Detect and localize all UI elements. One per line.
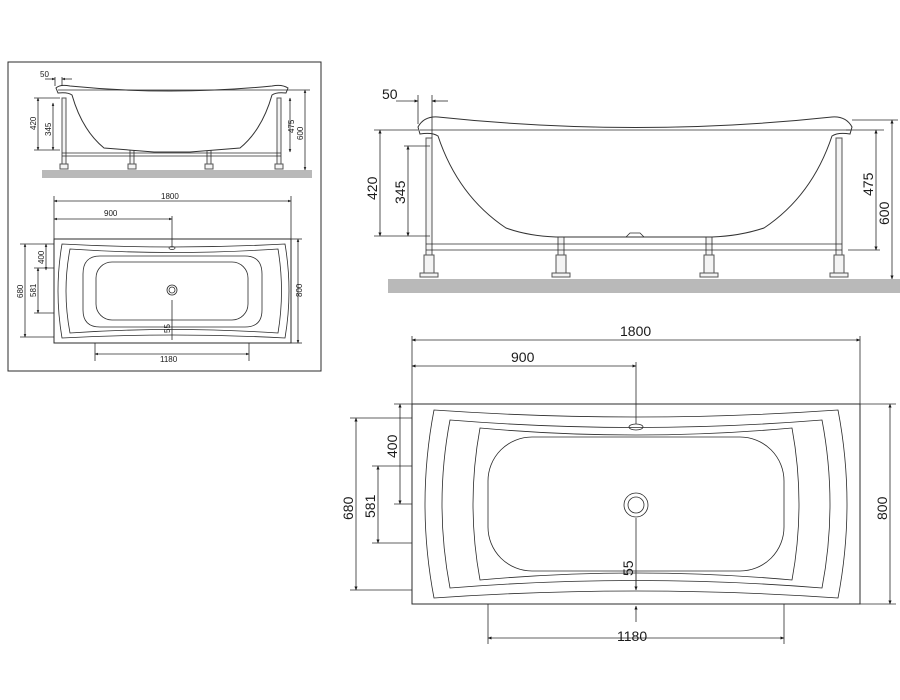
large-drain-icon — [623, 492, 649, 518]
small-dim-400: 400 — [37, 250, 46, 264]
large-floor — [388, 279, 900, 293]
small-side-view: 50 420 345 475 600 — [29, 70, 312, 178]
small-dim-rim: 50 — [40, 70, 49, 79]
large-dim-600: 600 — [876, 201, 892, 225]
large-dim-1180: 1180 — [617, 628, 647, 644]
small-tub-outline — [53, 238, 292, 344]
large-dim-rim: 50 — [382, 86, 398, 102]
large-plan-view: 1800 900 680 400 581 800 55 11 — [340, 323, 896, 644]
small-dim-55: 55 — [163, 324, 172, 333]
small-dim-420: 420 — [29, 116, 38, 130]
large-overflow-icon — [628, 423, 644, 431]
large-dim-581: 581 — [362, 494, 378, 518]
thumbnail-frame — [7, 61, 322, 372]
small-tub-profile — [55, 84, 289, 153]
large-dim-400: 400 — [384, 434, 400, 458]
small-dim-600: 600 — [296, 126, 305, 140]
large-dim-900: 900 — [511, 349, 535, 365]
small-drain-icon — [166, 284, 178, 296]
small-dim-1180: 1180 — [160, 355, 178, 364]
large-side-view: 50 420 345 475 600 — [364, 86, 900, 293]
large-drain-profile — [625, 232, 645, 238]
large-dim-800: 800 — [874, 496, 890, 520]
large-dim-1800: 1800 — [620, 323, 651, 339]
small-plan-view: 1800 900 400 680 581 800 55 1180 — [16, 192, 304, 364]
large-dim-345: 345 — [392, 180, 408, 204]
large-dim-475: 475 — [860, 172, 876, 196]
large-dim-55: 55 — [620, 560, 636, 576]
small-dim-1800: 1800 — [161, 192, 179, 201]
small-floor — [42, 170, 312, 178]
large-dim-420: 420 — [364, 176, 380, 200]
small-dim-680: 680 — [16, 284, 25, 298]
small-dim-345: 345 — [44, 122, 53, 136]
small-dim-581: 581 — [29, 283, 38, 297]
large-dim-680: 680 — [340, 496, 356, 520]
small-dim-475: 475 — [287, 119, 296, 133]
small-overflow-icon — [168, 246, 176, 250]
small-dim-800: 800 — [295, 283, 304, 297]
large-tub-profile — [417, 116, 853, 238]
small-dim-900: 900 — [104, 209, 118, 218]
